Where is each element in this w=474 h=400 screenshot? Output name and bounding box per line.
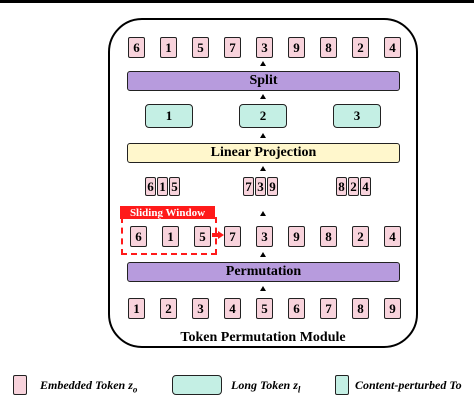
token: 9 <box>288 37 305 58</box>
token: 8 <box>320 37 337 58</box>
legend-embedded-swatch <box>13 375 27 395</box>
sliding-window-arrow-head-icon <box>218 231 224 239</box>
grouped-token: 2 <box>348 177 359 196</box>
token: 3 <box>256 226 273 247</box>
token-group-3: 8 2 4 <box>336 177 372 196</box>
grouped-token: 8 <box>336 177 347 196</box>
legend-long-swatch <box>172 375 222 395</box>
legend-content-swatch <box>335 375 349 395</box>
up-arrow-icon <box>260 166 266 171</box>
token: 8 <box>320 226 337 247</box>
permutation-label: Permutation <box>225 264 302 279</box>
legend-long-var: z <box>293 378 298 392</box>
token: 5 <box>192 37 209 58</box>
token: 3 <box>256 37 273 58</box>
long-token-label: 2 <box>259 108 267 123</box>
legend-embedded-var: z <box>128 378 133 392</box>
legend-content-perturbed-token: Content-perturbed To <box>355 378 462 392</box>
token: 2 <box>352 226 369 247</box>
grouped-token: 5 <box>169 177 180 196</box>
up-arrow-icon <box>260 94 266 99</box>
token: 7 <box>224 226 241 247</box>
up-arrow-icon <box>260 252 266 257</box>
long-token-label: 3 <box>353 108 361 123</box>
legend-embedded-label: Embedded Token <box>40 378 129 392</box>
token: 4 <box>384 37 401 58</box>
legend-long-token: Long Token zl <box>231 378 300 394</box>
long-token-2: 2 <box>239 104 287 128</box>
token: 6 <box>128 37 145 58</box>
grouped-token: 1 <box>157 177 168 196</box>
token: 5 <box>194 226 211 247</box>
sliding-window-label: Sliding Window <box>120 206 215 219</box>
token: 4 <box>384 226 401 247</box>
linear-projection-label: Linear Projection <box>210 145 317 160</box>
token: 5 <box>256 298 273 319</box>
top-border-line <box>0 0 474 3</box>
legend-embedded-token: Embedded Token zo <box>40 378 137 394</box>
up-arrow-icon <box>260 61 266 66</box>
token: 6 <box>130 226 147 247</box>
grouped-token: 6 <box>145 177 156 196</box>
grouped-token: 4 <box>360 177 371 196</box>
token: 2 <box>352 37 369 58</box>
token: 1 <box>160 37 177 58</box>
token: 4 <box>224 298 241 319</box>
long-token-1: 1 <box>145 104 193 128</box>
token: 9 <box>384 298 401 319</box>
long-token-3: 3 <box>333 104 381 128</box>
token: 7 <box>224 37 241 58</box>
sliding-window-arrow <box>212 233 218 237</box>
token: 7 <box>320 298 337 319</box>
token-permutation-module-frame <box>108 18 418 348</box>
up-arrow-icon <box>260 133 266 138</box>
token: 6 <box>288 298 305 319</box>
token: 3 <box>192 298 209 319</box>
split-layer: Split <box>127 71 400 91</box>
up-arrow-icon <box>260 286 266 291</box>
token-group-1: 6 1 5 <box>145 177 181 196</box>
linear-projection-layer: Linear Projection <box>127 143 400 163</box>
token-group-2: 7 3 9 <box>243 177 279 196</box>
up-arrow-icon <box>260 211 266 216</box>
legend-embedded-sub: o <box>132 384 138 395</box>
token: 2 <box>160 298 177 319</box>
permutation-layer: Permutation <box>127 262 400 282</box>
grouped-token: 3 <box>255 177 266 196</box>
legend-long-label: Long Token <box>231 378 294 392</box>
grouped-token: 7 <box>243 177 254 196</box>
legend-long-sub: l <box>297 384 301 395</box>
split-label: Split <box>249 73 278 88</box>
token: 1 <box>128 298 145 319</box>
long-token-label: 1 <box>165 108 173 123</box>
module-title: Token Permutation Module <box>180 330 346 345</box>
token: 8 <box>352 298 369 319</box>
token: 1 <box>162 226 179 247</box>
grouped-token: 9 <box>267 177 278 196</box>
token: 9 <box>288 226 305 247</box>
